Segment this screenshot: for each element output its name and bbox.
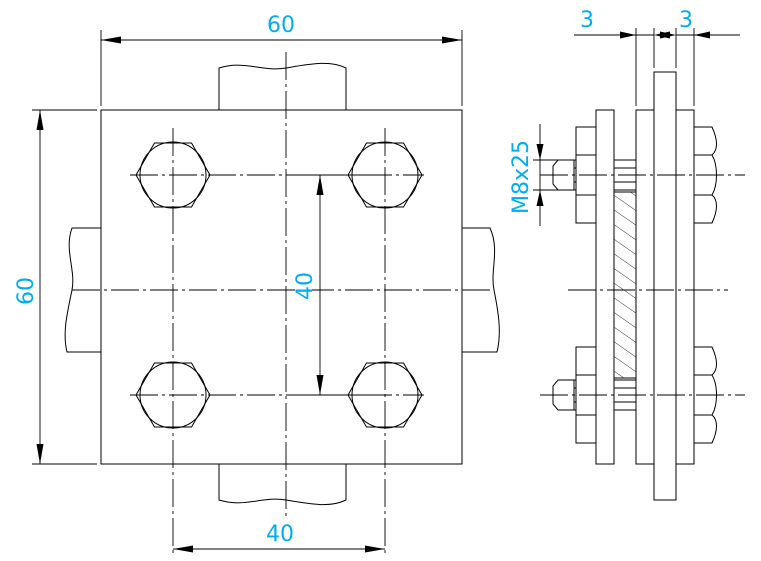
side-view: 3 3 M8x25: [509, 8, 745, 501]
dimension-bolt-vertical-label: 40: [293, 272, 318, 300]
dimension-bolt-vertical: 40: [293, 174, 385, 396]
dimension-thickness-right-label: 3: [679, 8, 693, 33]
dimension-bolt-horizontal-label: 40: [266, 522, 294, 547]
front-view: 60 60 40 40: [14, 13, 500, 555]
dimension-thickness-left: 3: [574, 8, 670, 106]
dimension-height-label: 60: [14, 277, 39, 305]
strip-top: [218, 62, 347, 111]
side-plate-right: [675, 109, 695, 465]
dimension-bolt-size: M8x25: [509, 124, 574, 226]
dimension-width: 60: [100, 13, 463, 106]
dimension-thickness-left-label: 3: [580, 8, 594, 33]
dimension-bolt-horizontal: 40: [173, 522, 385, 553]
spacer-strip-section: [613, 191, 637, 379]
dimension-thickness-right: 3: [660, 8, 740, 106]
dimension-width-label: 60: [267, 13, 295, 38]
side-plate-middle: [635, 109, 655, 465]
side-plate-left: [595, 109, 615, 465]
side-strip: [653, 71, 677, 501]
dimension-height: 60: [14, 109, 97, 465]
strip-bottom: [218, 463, 347, 506]
dimension-bolt-size-label: M8x25: [509, 140, 534, 214]
